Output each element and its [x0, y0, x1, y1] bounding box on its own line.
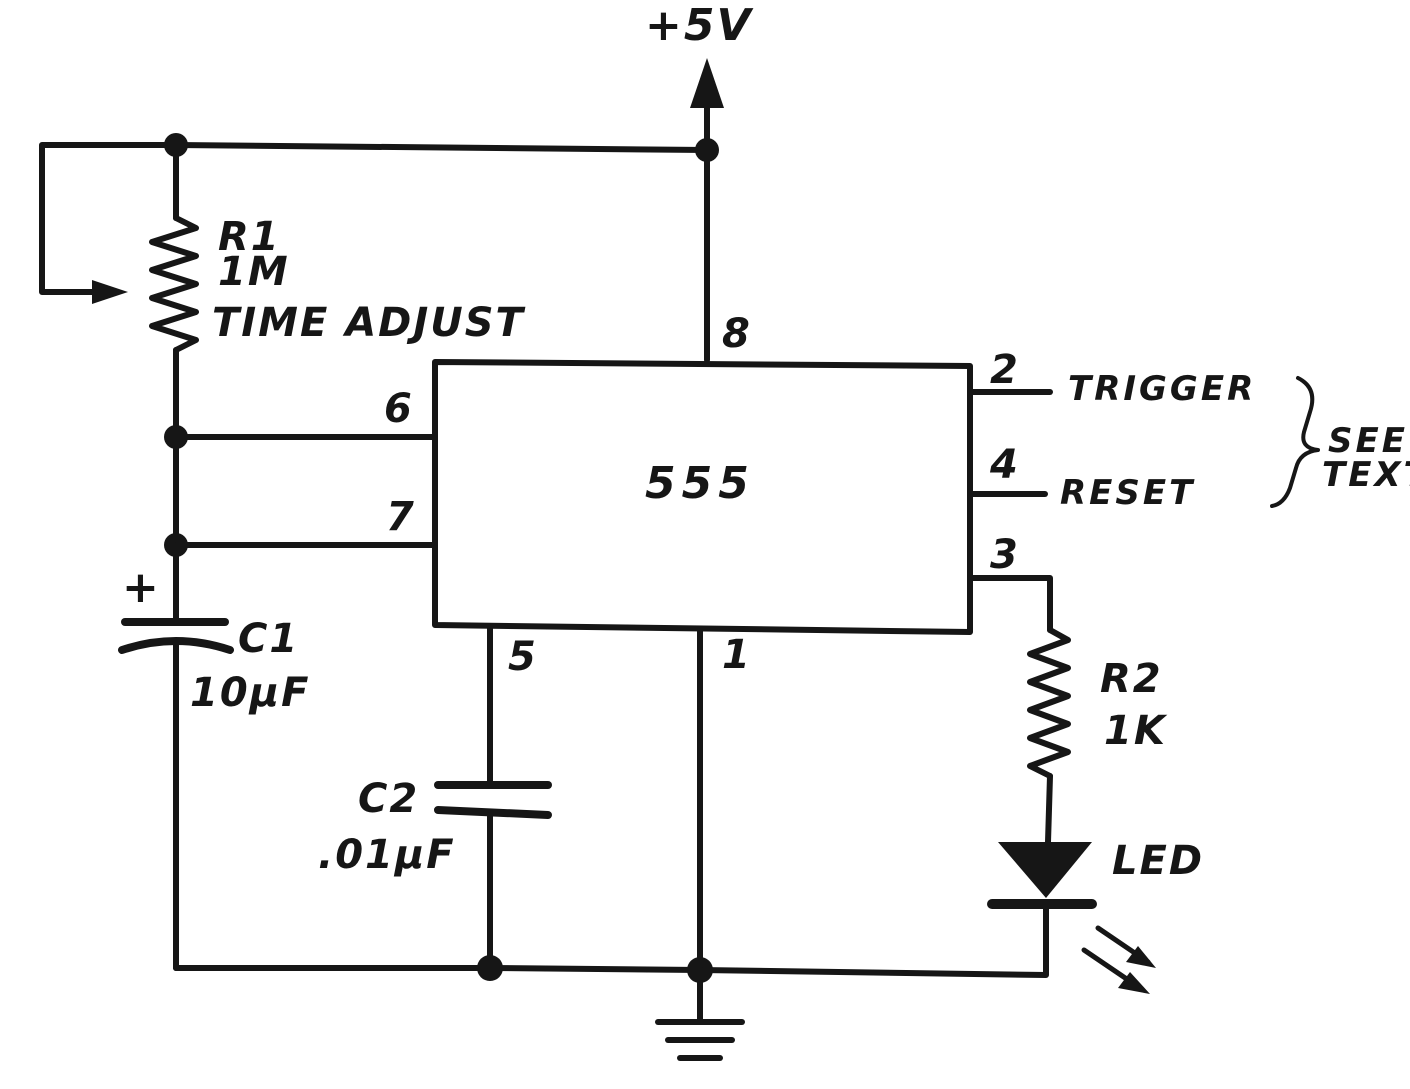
- r2-value: 1K: [1104, 708, 1168, 754]
- junction-dot: [695, 138, 719, 162]
- note-line-2: TEXT: [1322, 455, 1410, 495]
- pin-2-label: 2: [990, 347, 1018, 393]
- wiper-arrow-icon: [92, 280, 128, 304]
- c1-capacitor: [118, 542, 234, 971]
- c1-polarity: +: [122, 562, 159, 613]
- led-ref: LED: [1112, 838, 1204, 884]
- junction-dot: [164, 133, 188, 157]
- pin-7-label: 7: [386, 494, 414, 540]
- r2-ref: R2: [1100, 656, 1163, 702]
- pin-3-label: 3: [990, 532, 1018, 578]
- supply-label: +5V: [645, 0, 753, 51]
- c2-ref: C2: [358, 776, 419, 822]
- r1-value: 1M: [218, 249, 290, 295]
- r1-ref: R1: [218, 214, 281, 260]
- r2-resistor: [1027, 627, 1071, 845]
- r1-potentiometer: [149, 142, 199, 603]
- light-emission-icon: [1081, 925, 1156, 994]
- pin-5-label: 5: [508, 634, 536, 680]
- c1-ref: C1: [238, 616, 299, 662]
- pin-8-label: 8: [722, 311, 750, 357]
- c2-value: .01µF: [318, 832, 456, 878]
- r1-note: TIME ADJUST: [212, 300, 526, 346]
- led-diode-icon: [697, 842, 1097, 978]
- pin3-wire: [967, 575, 1053, 633]
- supply-arrow: [690, 58, 724, 363]
- ground-bus-wire: [173, 965, 703, 973]
- pin-4-label: 4: [989, 442, 1018, 488]
- ground-icon: [655, 1019, 745, 1061]
- brace-icon: [1270, 376, 1320, 508]
- pin-6-label: 6: [384, 386, 412, 432]
- trigger-label: TRIGGER: [1068, 369, 1256, 409]
- top-bus-wire: [39, 142, 710, 295]
- reset-label: RESET: [1060, 473, 1195, 513]
- ic-name: 555: [645, 458, 755, 509]
- note-line-1: SEE: [1328, 421, 1408, 461]
- ic-555-body: [432, 359, 973, 635]
- c1-value: 10µF: [190, 670, 310, 716]
- c2-capacitor: [434, 623, 552, 971]
- pin-1-label: 1: [722, 632, 750, 678]
